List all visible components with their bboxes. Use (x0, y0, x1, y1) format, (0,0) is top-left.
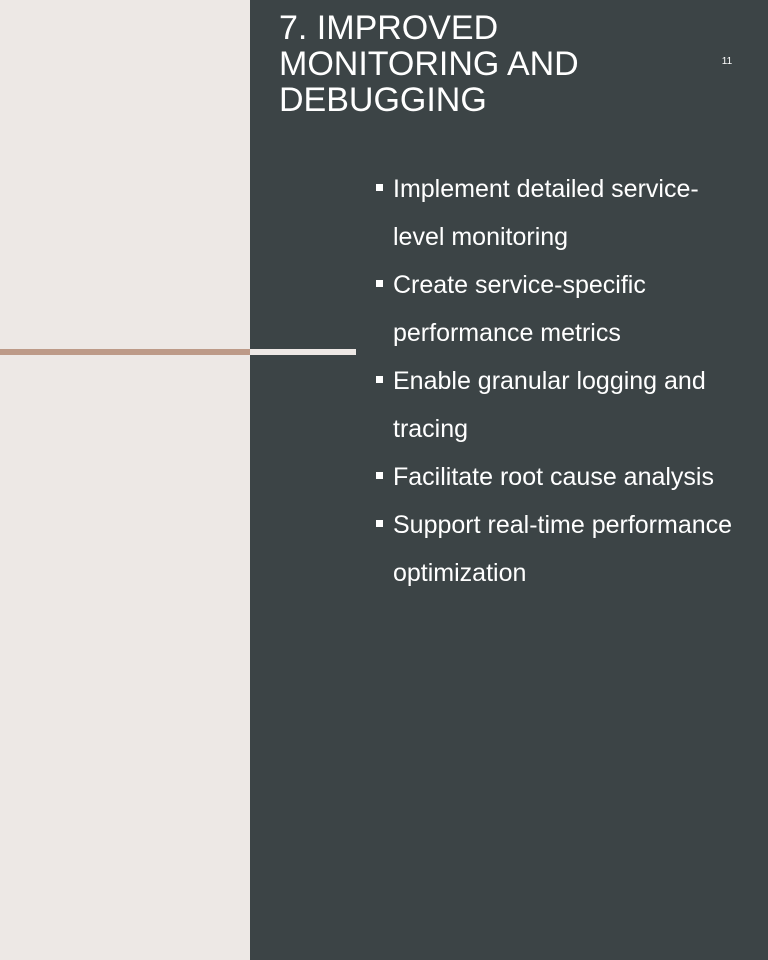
content-panel (250, 0, 768, 960)
bullet-item: Implement detailed service-level monitor… (376, 165, 736, 261)
bullet-text: Facilitate root cause analysis (393, 463, 714, 491)
bullet-item: Support real-time performance optimizati… (376, 501, 736, 597)
bullet-item: Facilitate root cause analysis (376, 453, 736, 501)
bullet-text: Implement detailed service-level monitor… (393, 175, 699, 251)
bullet-item: Enable granular logging and tracing (376, 357, 736, 453)
square-bullet-icon (376, 376, 383, 383)
bullet-text: Enable granular logging and tracing (393, 367, 706, 443)
left-panel (0, 0, 250, 960)
slide-title: 7. IMPROVED MONITORING AND DEBUGGING (279, 9, 579, 119)
slide-number: 11 (721, 56, 733, 67)
bullet-text: Support real-time performance optimizati… (393, 511, 733, 587)
light-divider-line (250, 349, 356, 355)
square-bullet-icon (376, 280, 383, 287)
bullet-item: Create service-specific performance metr… (376, 261, 736, 357)
bullet-text: Create service-specific performance metr… (393, 271, 646, 347)
square-bullet-icon (376, 472, 383, 479)
accent-divider-line (0, 349, 250, 355)
square-bullet-icon (376, 520, 383, 527)
bullet-list: Implement detailed service-level monitor… (376, 165, 736, 597)
square-bullet-icon (376, 184, 383, 191)
